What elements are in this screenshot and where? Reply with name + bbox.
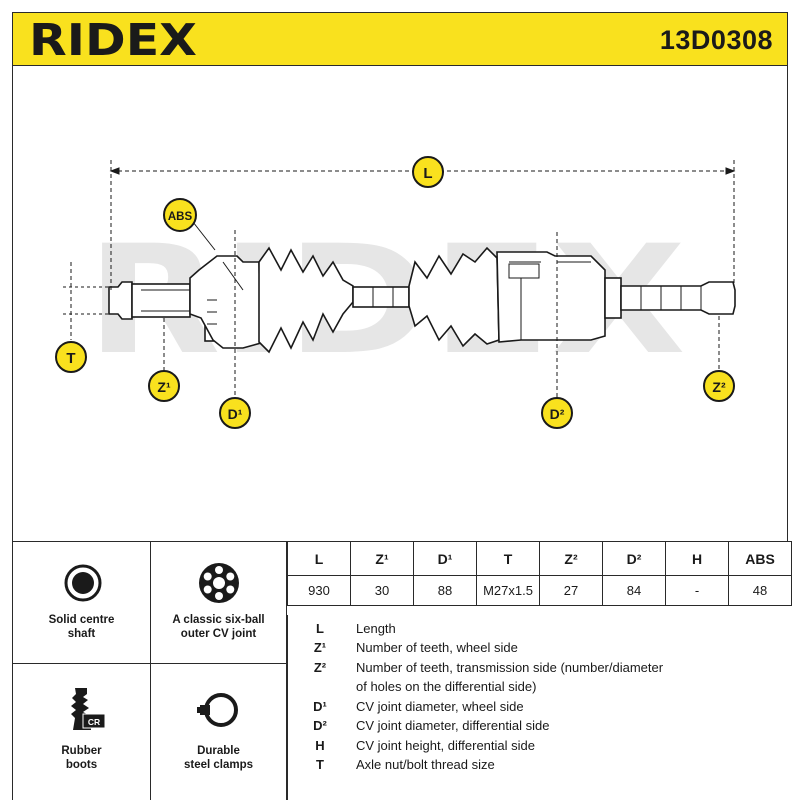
specs-value-row: 930 30 88 M27x1.5 27 84 - 48: [287, 575, 792, 606]
feature-solid-shaft-line1: Solid centre: [48, 614, 115, 626]
legend-symbol: T: [316, 757, 324, 772]
info-panel: Solid centre shaft A classic six-ball ou…: [0, 541, 800, 800]
feature-rubber-boots: CR Rubber boots: [12, 664, 151, 800]
spec-header: Z¹: [350, 541, 414, 576]
length-badge: L: [412, 156, 444, 188]
spec-value: 48: [728, 575, 792, 606]
legend-symbol: D²: [313, 718, 327, 733]
legend-text: CV joint diameter, differential side: [356, 718, 550, 733]
z2-badge: Z²: [703, 370, 735, 402]
feature-solid-shaft: Solid centre shaft: [12, 541, 151, 664]
spec-header: T: [476, 541, 540, 576]
rubber-boot-icon-text: CR: [88, 717, 100, 727]
legend-text: of holes on the differential side): [356, 679, 537, 694]
t-badge: T: [55, 341, 87, 373]
spec-value: 88: [413, 575, 477, 606]
legend-symbol: Z²: [313, 660, 327, 675]
feature-clamps-line2: steel clamps: [183, 759, 254, 771]
spec-header: ABS: [728, 541, 792, 576]
legend-text: CV joint height, differential side: [356, 738, 535, 753]
spline-shaft: [620, 281, 736, 315]
t-badge-label: T: [66, 350, 75, 367]
d2-badge-label: D²: [550, 406, 565, 422]
z1-badge-label: Z¹: [157, 379, 171, 395]
specs-table: L Z¹ D¹ T Z² D² H ABS 930 30 88 M27x1.5 …: [287, 541, 792, 606]
spec-value: 930: [287, 575, 351, 606]
legend-symbol: H: [315, 738, 325, 753]
solid-shaft-icon: [64, 564, 102, 602]
z1-badge: Z¹: [148, 370, 180, 402]
feature-rubber-line1: Rubber: [61, 745, 102, 757]
part-number: 13D0308: [659, 25, 773, 55]
header-bar: RIDEX 13D0308: [12, 12, 788, 66]
legend-text: Axle nut/bolt thread size: [356, 757, 495, 772]
wheel-side-stub: [108, 281, 133, 320]
specs-header-row: L Z¹ D¹ T Z² D² H ABS: [287, 541, 792, 576]
feature-six-ball-line1: A classic six-ball: [172, 614, 265, 626]
legend-symbol: D¹: [313, 699, 327, 714]
drive-shaft-diagram: RIDEX: [12, 66, 788, 542]
d2-badge: D²: [541, 397, 573, 429]
ridex-logo: RIDEX: [29, 17, 197, 63]
brand-logo-text: RIDEX: [29, 17, 197, 63]
spec-value: -: [665, 575, 729, 606]
spec-value: 27: [539, 575, 603, 606]
spec-header: D¹: [413, 541, 477, 576]
legend-text: Number of teeth, transmission side (numb…: [356, 660, 664, 675]
legend-text: CV joint diameter, wheel side: [356, 699, 524, 714]
legend-symbol: L: [316, 621, 324, 636]
spec-header: H: [665, 541, 729, 576]
steel-clamp-icon: [197, 693, 238, 727]
d1-badge-label: D¹: [228, 406, 243, 422]
abs-badge: ABS: [163, 198, 197, 232]
spec-header: L: [287, 541, 351, 576]
spec-header: Z²: [539, 541, 603, 576]
abs-badge-label: ABS: [168, 211, 193, 223]
centre-shaft: [352, 286, 410, 308]
feature-steel-clamps: Durable steel clamps: [151, 664, 287, 800]
length-badge-label: L: [423, 165, 432, 182]
feature-six-ball-line2: outer CV joint: [180, 628, 257, 640]
stub-shaft: [131, 283, 191, 318]
legend: L Length Z¹ Number of teeth, wheel side …: [287, 615, 800, 800]
spec-value: 84: [602, 575, 666, 606]
spec-header: D²: [602, 541, 666, 576]
transmission-stub: [604, 277, 622, 319]
feature-solid-shaft-line2: shaft: [67, 628, 96, 640]
z2-badge-label: Z²: [712, 379, 726, 395]
legend-text: Length: [356, 621, 396, 636]
legend-text: Number of teeth, wheel side: [356, 640, 518, 655]
feature-six-ball-joint: A classic six-ball outer CV joint: [151, 541, 287, 664]
feature-rubber-line2: boots: [65, 759, 98, 771]
legend-symbol: Z¹: [313, 640, 327, 655]
feature-clamps-line1: Durable: [197, 745, 240, 757]
spec-value: 30: [350, 575, 414, 606]
inner-cv-joint: [496, 251, 606, 343]
rubber-boot-icon: CR: [71, 688, 106, 730]
d1-badge: D¹: [219, 397, 251, 429]
spec-value: M27x1.5: [476, 575, 540, 606]
six-ball-joint-icon: [199, 563, 239, 603]
